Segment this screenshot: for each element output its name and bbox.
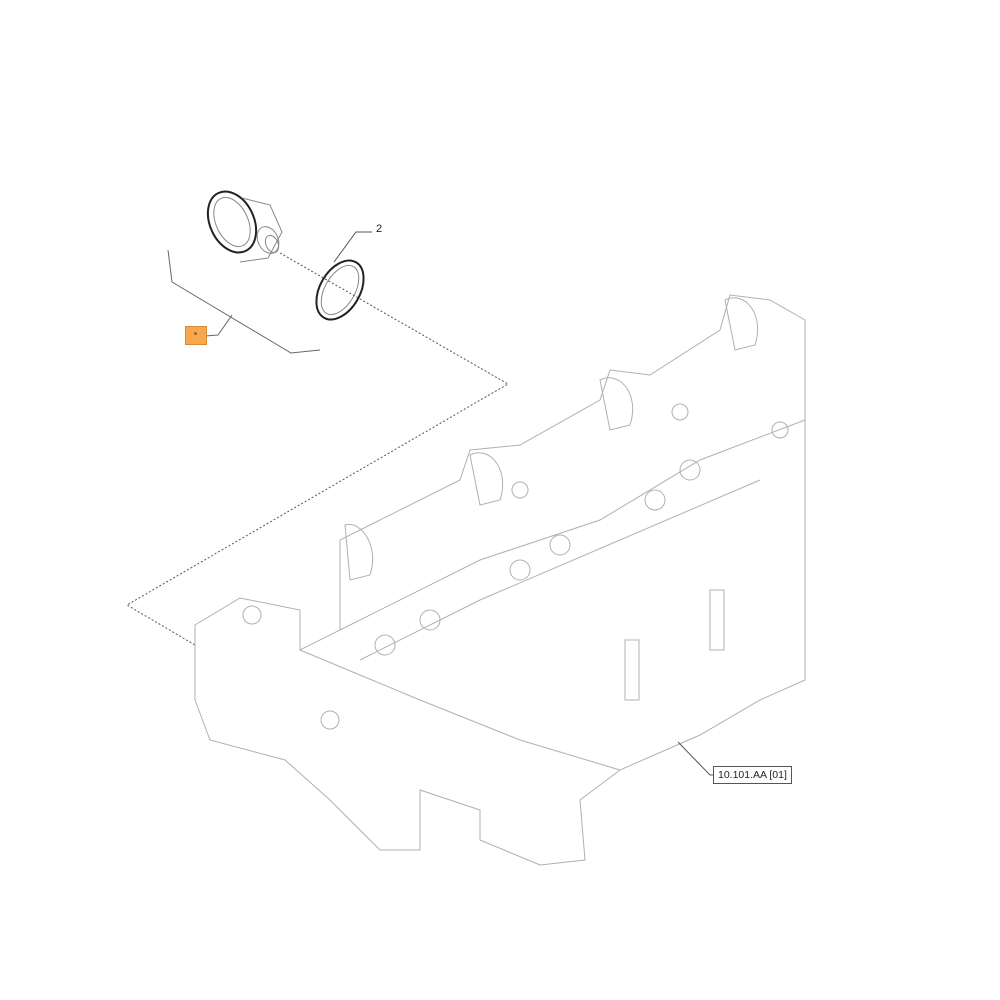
callout-2-label[interactable]: 2 [376, 223, 383, 235]
group-bracket [167, 249, 321, 354]
leader-line-2 [333, 231, 372, 263]
plug-part [206, 190, 258, 254]
reference-callout[interactable]: 10.101.AA [01] [713, 766, 792, 784]
kit-marker[interactable] [185, 326, 207, 345]
leader-line-ref [677, 741, 718, 776]
cylinder-head [194, 294, 806, 866]
sealing-ring-part [315, 259, 365, 321]
kit-marker-dot [194, 332, 197, 335]
